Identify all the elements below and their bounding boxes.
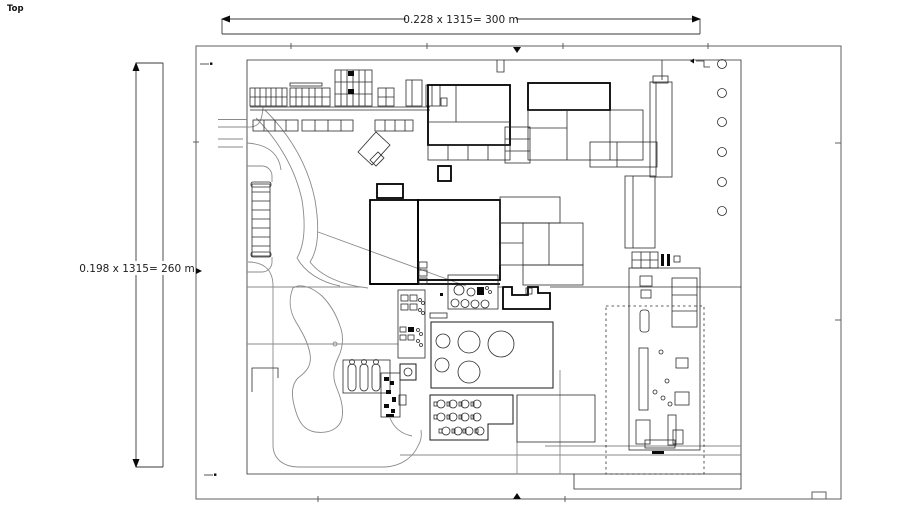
site-boundary — [246, 59, 742, 490]
row-buildings — [249, 69, 448, 167]
vertical-dimension[interactable]: 0.198 x 1315= 260 m — [79, 62, 195, 468]
process-area-right — [605, 251, 705, 475]
circle-array-building — [429, 394, 596, 443]
process-units — [342, 274, 741, 418]
tank-farm — [430, 321, 554, 389]
tree-circle-column — [690, 58, 727, 216]
roads — [218, 106, 741, 474]
horizontal-dimension-label: 0.228 x 1315= 300 m — [403, 14, 518, 26]
parking-strip — [247, 165, 273, 273]
vertical-dimension-label: 0.198 x 1315= 260 m — [79, 263, 194, 275]
sheet-tab — [811, 491, 827, 500]
bottom-center-mark — [513, 493, 521, 499]
pond — [289, 285, 343, 433]
factory-halls — [369, 75, 673, 286]
view-label: Top — [7, 4, 24, 14]
sheet-frame — [193, 43, 842, 502]
top-center-mark — [513, 47, 521, 53]
left-center-mark — [196, 268, 202, 274]
horizontal-dimension[interactable]: 0.228 x 1315= 300 m — [221, 11, 701, 35]
